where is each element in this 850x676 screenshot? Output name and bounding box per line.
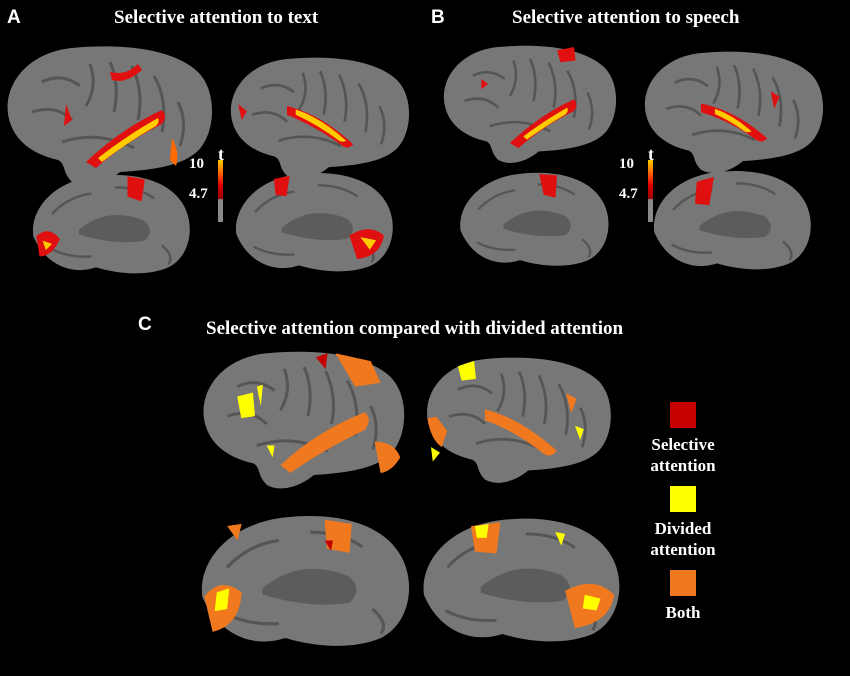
colorbar-a: t 10 4.7 xyxy=(189,144,236,222)
legend-label-both: Both xyxy=(665,603,701,622)
brain-medial-left-c xyxy=(200,514,411,648)
legend-item-both: Both xyxy=(628,570,738,623)
brain-lateral-right-c xyxy=(425,356,613,485)
legend-swatch-divided xyxy=(670,486,696,512)
panel-title-b: Selective attention to speech xyxy=(512,7,740,28)
colorbar-gradient xyxy=(648,160,653,222)
brain-medial-right-a xyxy=(234,171,394,273)
colorbar-max-label: 10 xyxy=(189,156,204,172)
panel-letter-c: C xyxy=(138,314,152,335)
colorbar-b: t 10 4.7 xyxy=(619,144,666,222)
colorbar-max-label: 10 xyxy=(619,156,634,172)
brain-lateral-left-c xyxy=(202,350,406,490)
panel-title-c: Selective attention compared with divide… xyxy=(206,318,624,339)
brain-medial-right-c xyxy=(422,517,621,643)
brain-lateral-right-b xyxy=(643,50,825,175)
legend-item-divided: Divided attention xyxy=(628,486,738,560)
brain-medial-right-b xyxy=(652,169,812,271)
colorbar-min-label: 4.7 xyxy=(189,186,208,202)
colorbar-min-label: 4.7 xyxy=(619,186,638,202)
panel-letter-a: A xyxy=(7,7,21,28)
legend-swatch-both xyxy=(670,570,696,596)
colorbar-variable-label: t xyxy=(218,144,224,164)
brain-lateral-right-a xyxy=(229,56,411,181)
brain-medial-left-a xyxy=(31,173,191,275)
legend-label-divided-line1: Divided xyxy=(654,519,712,538)
brain-lateral-left-b xyxy=(442,44,618,165)
legend-label-divided-line2: attention xyxy=(650,540,716,559)
panel-letter-b: B xyxy=(431,7,445,28)
panel-title-a: Selective attention to text xyxy=(114,7,319,28)
legend-label-selective-line1: Selective xyxy=(651,435,715,454)
colorbar-variable-label: t xyxy=(648,144,654,164)
legend-label-selective-line2: attention xyxy=(650,456,716,475)
brain-lateral-left-a xyxy=(6,44,214,188)
legend-swatch-selective xyxy=(670,402,696,428)
legend-item-selective: Selective attention xyxy=(628,402,738,476)
colorbar-gradient xyxy=(218,160,223,222)
brain-medial-left-b xyxy=(459,171,610,267)
